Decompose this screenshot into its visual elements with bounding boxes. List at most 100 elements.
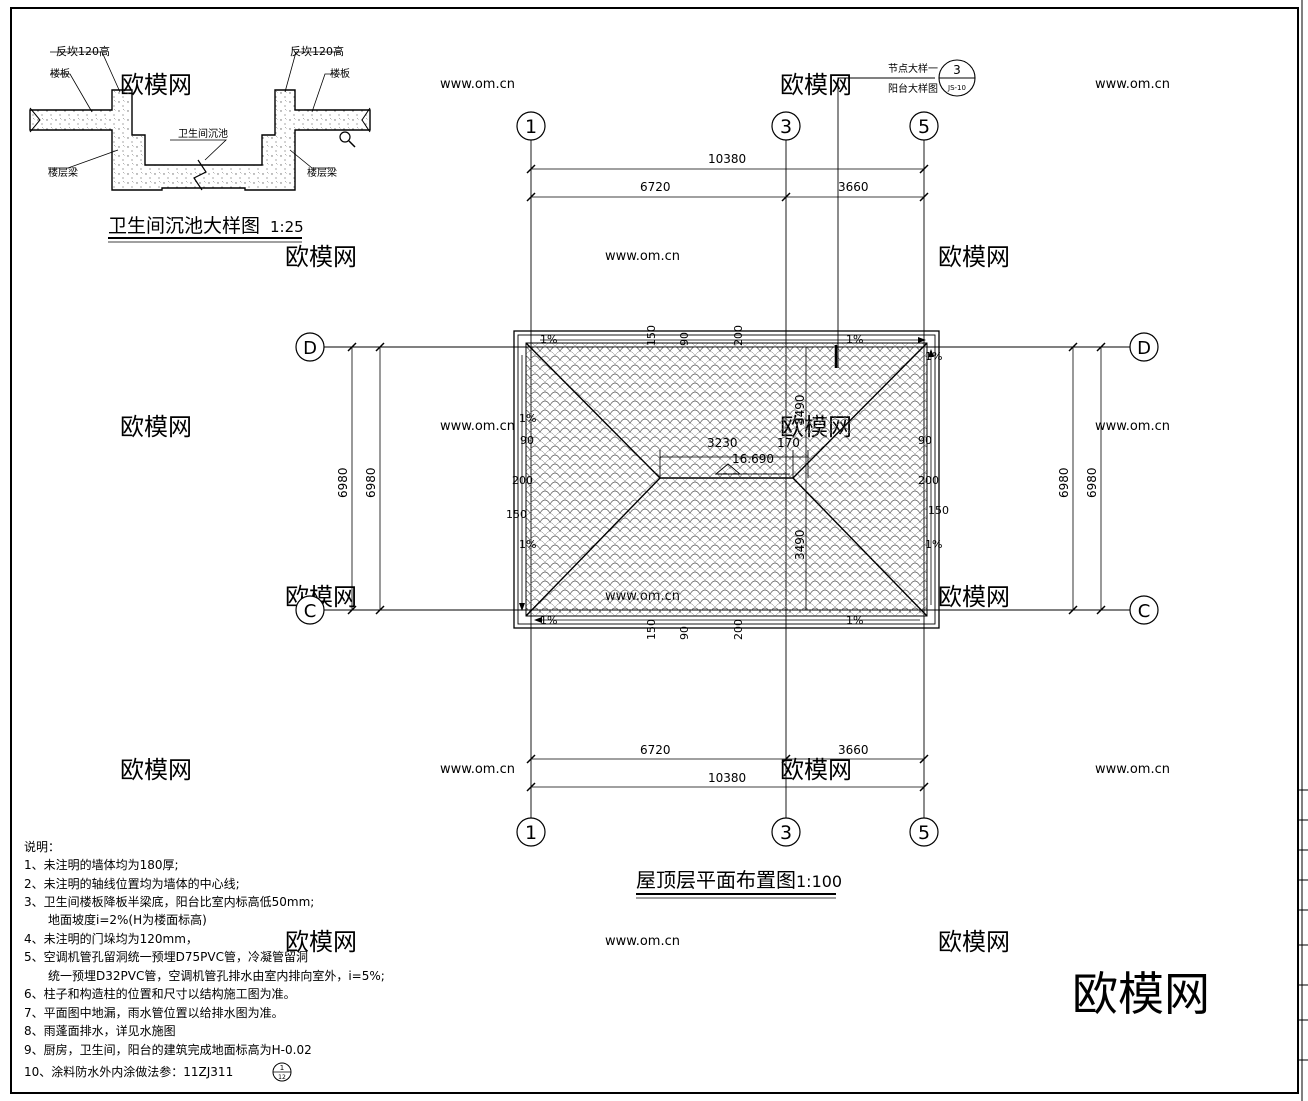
edge-dims: 150 90 200 150 90 200 90 200 150 90 200 … <box>506 325 949 640</box>
axis-bubbles-top: 1 3 5 <box>516 111 939 141</box>
watermark-url: www.om.cn <box>605 249 680 264</box>
elevation-label: 16.690 <box>732 452 774 466</box>
dim-left-inner: 6980 <box>364 467 378 498</box>
note-item: 地面坡度i=2%(H为楼面标高) <box>48 912 207 927</box>
svg-text:200: 200 <box>918 474 939 487</box>
note-item: 统一预埋D32PVC管，空调机管孔排水由室内排向室外，i=5%; <box>48 968 385 983</box>
magnifier-icon <box>339 131 356 148</box>
watermark-logo: 欧模网 <box>285 243 357 271</box>
slope-left-top: 1% <box>519 412 536 425</box>
watermark-logo: 欧模网 <box>780 756 852 784</box>
svg-text:90: 90 <box>520 434 534 447</box>
note-item: 4、未注明的门垛均为120mm， <box>24 931 198 946</box>
ridge-dims: 3230 170 16.690 3490 3490 <box>659 347 809 610</box>
svg-text:1: 1 <box>280 1064 284 1072</box>
axis-top-5: 5 <box>918 116 930 138</box>
svg-text:200: 200 <box>732 619 745 640</box>
label-pit: 卫生间沉池 <box>178 127 228 140</box>
dim-left-outer: 6980 <box>336 467 350 498</box>
note-reference-icon: 1 12 <box>272 1062 292 1082</box>
watermark-logo: 欧模网 <box>780 71 852 99</box>
slope-right-top: 1% <box>925 350 942 363</box>
watermark-url: www.om.cn <box>1095 762 1170 777</box>
hip-ridge-lines <box>525 342 928 617</box>
axis-bubbles-sides: D C D C <box>295 332 1159 625</box>
slope-left-bottom: 1% <box>519 538 536 551</box>
label-slab-left: 楼板 <box>50 67 70 80</box>
top-dims: 10380 6720 3660 <box>526 152 929 202</box>
svg-text:150: 150 <box>928 504 949 517</box>
note-item: 7、平面图中地漏，雨水管位置以给排水图为准。 <box>24 1005 284 1020</box>
callout-text1: 节点大样一 <box>888 62 938 75</box>
roof-plan: 1% 1% 1% 1% 1% 1% 1% 1% 150 90 200 150 9… <box>295 59 1159 899</box>
slope-labels: 1% 1% 1% 1% 1% 1% 1% 1% <box>519 333 942 627</box>
label-beam-left: 楼层梁 <box>48 166 78 179</box>
bottom-dims: 6720 3660 10380 <box>526 743 929 792</box>
axis-bottom-3: 3 <box>780 822 792 844</box>
detail-scale: 1:25 <box>270 218 304 236</box>
svg-text:12: 12 <box>278 1074 286 1081</box>
svg-text:150: 150 <box>506 508 527 521</box>
dim-top-a: 6720 <box>640 180 671 194</box>
dim-bottom-a: 6720 <box>640 743 671 757</box>
callout-sheet: JS-10 <box>947 84 966 92</box>
inner-frame <box>10 7 1299 1094</box>
plan-title: 屋顶层平面布置图 <box>636 868 796 892</box>
dim-bottom-total: 10380 <box>708 771 746 785</box>
dim-half-bottom: 3490 <box>793 529 807 560</box>
detail-title: 卫生间沉池大样图 <box>108 215 260 237</box>
label-upturn-left: 反坎120高 <box>56 44 110 58</box>
slope-right-bottom: 1% <box>925 538 942 551</box>
watermark-logo: 欧模网 <box>120 413 192 441</box>
label-upturn-right: 反坎120高 <box>290 44 344 58</box>
detail-callout: 3 JS-10 节点大样一 阳台大样图 <box>834 59 976 368</box>
dim-top-b: 3660 <box>838 180 869 194</box>
svg-text:90: 90 <box>678 332 691 346</box>
general-notes: 说明： 1、未注明的墙体均为180厚; 2、未注明的轴线位置均为墙体的中心线; … <box>24 839 385 1082</box>
axis-top-3: 3 <box>780 116 792 138</box>
watermark-logo: 欧模网 <box>938 243 1010 271</box>
pit-detail: 反坎120高 楼板 楼层梁 卫生间沉池 反坎120高 楼板 楼层梁 卫生间沉池大… <box>29 44 371 243</box>
left-dims: 6980 6980 <box>336 342 385 615</box>
gutter-arrows <box>519 337 934 623</box>
right-dims: 6980 6980 <box>1057 342 1106 615</box>
dim-ridge-offset: 170 <box>777 436 800 450</box>
callout-text2: 阳台大样图 <box>888 82 938 95</box>
svg-text:90: 90 <box>678 626 691 640</box>
label-beam-right: 楼层梁 <box>307 166 337 179</box>
dim-half-top: 3490 <box>793 394 807 425</box>
break-line-right <box>361 107 371 133</box>
axis-left-d: D <box>303 338 317 359</box>
dim-ridge-length: 3230 <box>707 436 738 450</box>
dim-top-total: 10380 <box>708 152 746 166</box>
watermark-logo: 欧模网 <box>938 928 1010 956</box>
note-item: 8、雨蓬面排水，详见水施图 <box>24 1023 176 1038</box>
notes-heading: 说明： <box>24 839 60 854</box>
slope-bottom-right: 1% <box>846 614 863 627</box>
axis-bottom-5: 5 <box>918 822 930 844</box>
watermark-logo: 欧模网 <box>285 928 357 956</box>
svg-text:200: 200 <box>512 474 533 487</box>
note-item: 2、未注明的轴线位置均为墙体的中心线; <box>24 876 240 891</box>
axis-right-c: C <box>1138 601 1151 622</box>
callout-number: 3 <box>953 63 961 77</box>
note-item: 9、厨房，卫生间，阳台的建筑完成地面标高为H-0.02 <box>24 1042 312 1057</box>
watermark-url: www.om.cn <box>440 419 515 434</box>
title-block-strip <box>1298 0 1308 1101</box>
note-item: 3、卫生间楼板降板半梁底，阳台比室内标高低50mm; <box>24 894 314 909</box>
note-item: 5、空调机管孔留洞统一预埋D75PVC管，冷凝管留洞 <box>24 949 308 964</box>
svg-text:150: 150 <box>645 619 658 640</box>
watermark-url: www.om.cn <box>1095 77 1170 92</box>
plan-scale: 1:100 <box>796 872 842 891</box>
watermark-url: www.om.cn <box>440 762 515 777</box>
watermark-url: www.om.cn <box>605 934 680 949</box>
note-item: 10、涂料防水外内涂做法参：11ZJ311 <box>24 1064 233 1079</box>
watermark-logo: 欧模网 <box>120 756 192 784</box>
watermarks: 欧模网 www.om.cn 欧模网 www.om.cn 欧模网 www.om.c… <box>120 71 1170 956</box>
svg-text:150: 150 <box>645 325 658 346</box>
watermark-logo: 欧模网 <box>938 583 1010 611</box>
axis-bottom-1: 1 <box>525 822 537 844</box>
dim-right-inner: 6980 <box>1085 467 1099 498</box>
axis-right-d: D <box>1137 338 1151 359</box>
watermark-url: www.om.cn <box>1095 419 1170 434</box>
